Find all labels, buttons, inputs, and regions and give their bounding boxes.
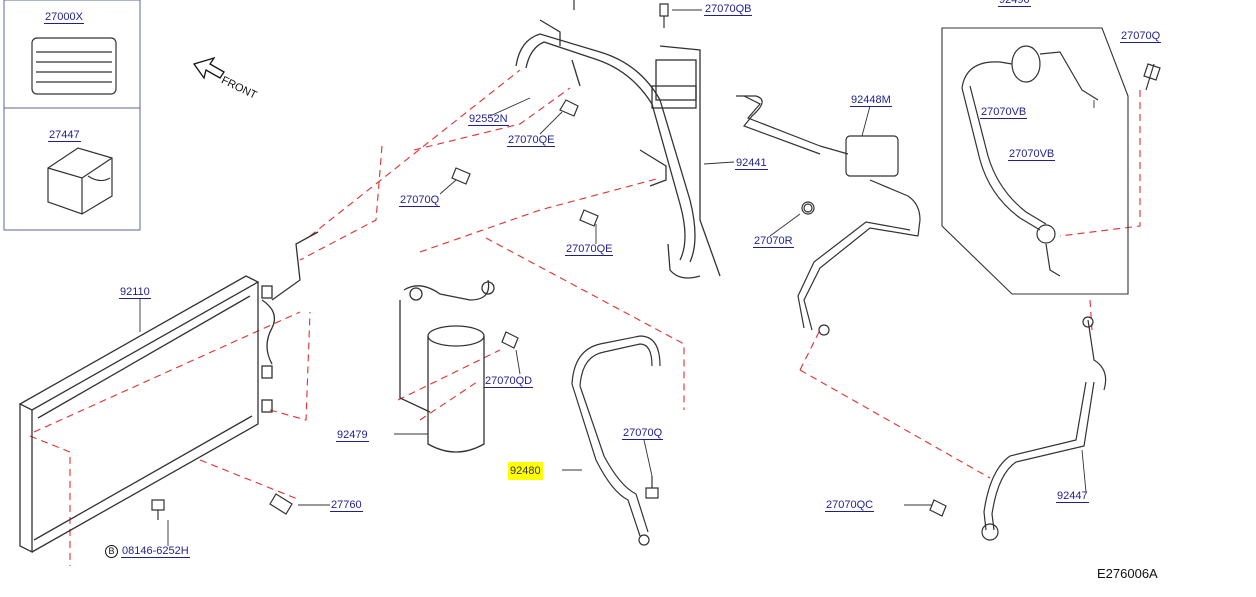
part-label-27760[interactable]: 27760 <box>330 499 363 512</box>
pipe-92490 <box>961 45 1155 277</box>
part-label-92448m[interactable]: 92448M <box>850 94 892 107</box>
part-label-92480-highlighted[interactable]: 92480 <box>508 462 543 480</box>
condenser-92110 <box>18 231 319 554</box>
pipe-92441 <box>515 19 721 279</box>
pipe-92448m <box>736 95 921 336</box>
part-label-27070vb-2[interactable]: 27070VB <box>1008 148 1056 161</box>
part-label-27070qc[interactable]: 27070QC <box>825 499 875 512</box>
front-arrow-icon <box>192 56 225 80</box>
part-label-27070vb-1[interactable]: 27070VB <box>980 106 1028 119</box>
part-label-27070qb[interactable]: 27070QB <box>704 3 753 16</box>
part-label-92490[interactable]: 92490 <box>998 0 1031 7</box>
diagram-code: E276006A <box>1097 566 1158 581</box>
part-label-92479[interactable]: 92479 <box>336 429 369 442</box>
part-label-27070q-left[interactable]: 27070Q <box>399 194 441 207</box>
part-label-92110[interactable]: 92110 <box>119 286 151 299</box>
part-label-27070qd[interactable]: 27070QD <box>484 375 534 388</box>
part-label-27000x[interactable]: 27000X <box>44 11 84 24</box>
part-label-27070q-right[interactable]: 27070Q <box>1120 30 1162 43</box>
part-label-08146-6252h[interactable]: 08146-6252H <box>121 545 190 558</box>
inset-box-27000x <box>3 0 141 231</box>
receiver-drier-92479 <box>399 279 495 453</box>
part-label-27447[interactable]: 27447 <box>48 129 81 142</box>
sensor-module-icon <box>47 147 113 215</box>
part-label-27070qe-top[interactable]: 27070QE <box>507 134 556 147</box>
part-label-92552n[interactable]: 92552N <box>468 113 509 126</box>
part-label-27070q-center[interactable]: 27070Q <box>622 427 664 440</box>
part-label-27070r[interactable]: 27070R <box>753 235 794 248</box>
part-label-92447[interactable]: 92447 <box>1056 490 1089 503</box>
part-label-92441[interactable]: 92441 <box>735 157 768 170</box>
leader-lines <box>139 9 1095 546</box>
hose-92480 <box>571 335 661 546</box>
bolt-icons <box>151 0 1161 520</box>
part-label-27070qe-mid[interactable]: 27070QE <box>565 243 614 256</box>
dashed-leaders <box>29 69 1141 566</box>
pipe-92447 <box>981 316 1107 541</box>
inset-box-92490 <box>941 27 1129 295</box>
label-plate-icon <box>31 37 117 95</box>
bolt-marker-b: B <box>105 545 118 558</box>
